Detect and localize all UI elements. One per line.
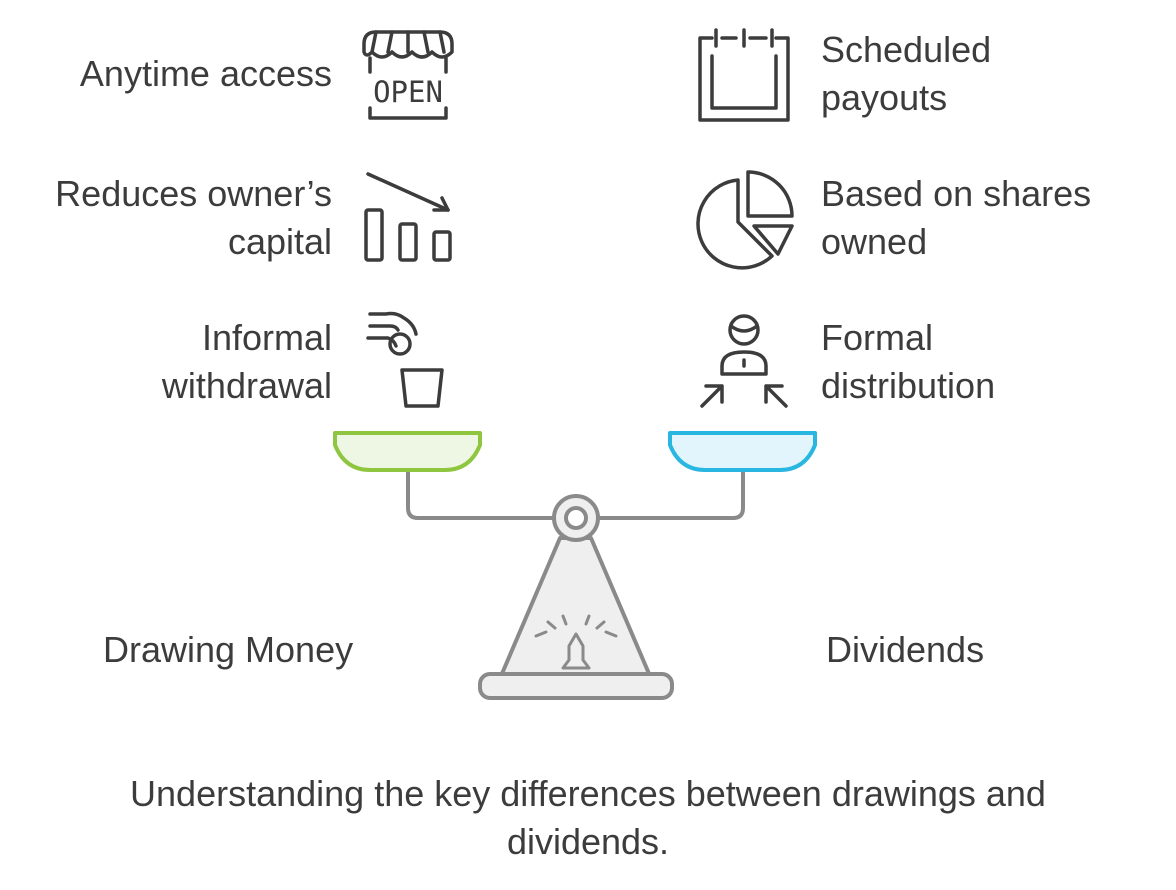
caption-line-1: Understanding the key differences betwee… [130, 773, 1046, 814]
left-pan [333, 431, 482, 472]
left-item-3-text: Informal withdrawal [161, 317, 332, 406]
right-item-2-text: Based on shares owned [821, 173, 1092, 262]
drawing-money-label: Drawing Money [103, 629, 354, 670]
scale-base [478, 672, 674, 700]
caption-line-2: dividends. [506, 821, 670, 862]
person-distributing-icon [694, 312, 794, 416]
pie-chart-icon [694, 168, 798, 272]
svg-text:OPEN: OPEN [373, 75, 443, 109]
left-item-1-text: Anytime access [79, 53, 332, 94]
right-pan [668, 431, 817, 472]
hand-dropping-coin-icon [366, 310, 456, 414]
gauge-needle [561, 632, 591, 670]
declining-bars-icon [360, 166, 460, 266]
open-shop-icon: OPEN [356, 26, 460, 126]
right-item-3-text: Formal distribution [821, 317, 996, 406]
left-item-2-text: Reduces owner’s capital [55, 173, 332, 262]
right-item-1-text: Scheduled payouts [821, 29, 992, 118]
dividends-label: Dividends [826, 629, 985, 670]
gauge-rays [534, 614, 618, 638]
caption: Understanding the key differences betwee… [0, 770, 1176, 866]
calendar-icon [696, 26, 792, 126]
